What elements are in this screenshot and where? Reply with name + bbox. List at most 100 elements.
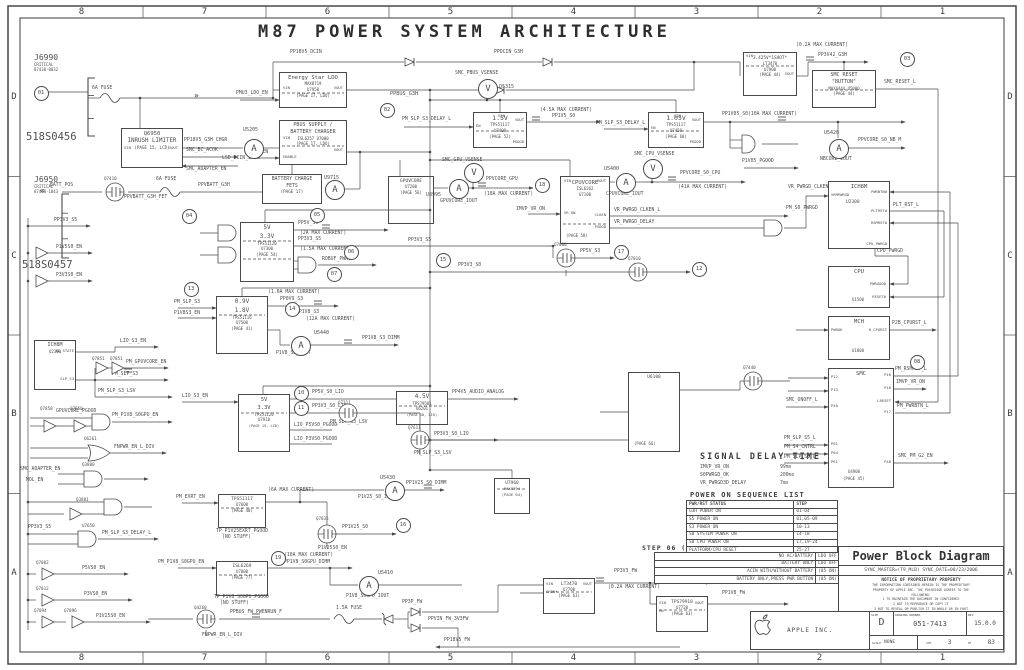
ref-bubble-16: 16 [395, 517, 411, 533]
mosfet-icon [105, 182, 125, 202]
wire-label: (2A MAX CURRENT) [300, 231, 347, 236]
notice-line: 3 NOT TO REVEAL OR PUBLISH IT IN WHOLE O… [873, 606, 969, 611]
wire-label: PP3V3_S5 [408, 238, 432, 243]
grid-ref-4: 4 [570, 653, 577, 663]
grid-ref-5: 5 [447, 7, 454, 17]
ref-bubble-07: 07 [326, 266, 342, 282]
wire-label: Q7850 [70, 406, 83, 411]
wire-label: J6950 [34, 175, 59, 184]
wire-label: PPBUS_G3H [390, 91, 419, 97]
block-ich8m: ICH8M [828, 181, 890, 249]
wire-label: GL_STATE [55, 348, 74, 353]
wire-label: P1V8_S0GPU_IOUT [346, 594, 390, 599]
wire-label: Q7094 [34, 608, 47, 613]
wire-label: SMC_ADAPTER_EN [186, 167, 227, 172]
wire-label: PPVBATT_G3H_FET [124, 195, 168, 200]
wire-label: Q7611 [408, 425, 421, 430]
wire-label: PP1V05_S0(10A MAX CURRENT) [722, 112, 798, 117]
table-cell: BATTERY ONLY [781, 561, 814, 567]
wire-label: (PAGE 58) [566, 233, 588, 238]
wire-label: PP3V3_S5 [28, 525, 52, 530]
wire-label: (4.5A MAX CURRENT) [540, 108, 592, 113]
wire-label: Q7000 [554, 242, 567, 247]
block-u6100: U6100 [628, 372, 680, 452]
wire-label: RSMRST# [870, 220, 887, 225]
mosfet-icon [317, 524, 337, 544]
block-text: (PAGE 41) [231, 325, 253, 331]
block-text: U7400 [493, 128, 507, 134]
table-cell: 14-18 [793, 531, 837, 539]
wire-label: LRESET [877, 398, 891, 403]
grid-ref-1: 1 [939, 7, 946, 17]
testpoint-bars-icon [322, 224, 330, 229]
ref-bubble-19: 19 [270, 550, 286, 566]
wire-label: NBCORE_IOUT [820, 157, 852, 162]
wire-label: VOUT [333, 85, 343, 90]
wire-label: PP4V5_AUDIO_ANALOG [452, 390, 504, 395]
signal-delay-name: IMVP_VR_ON [700, 465, 729, 470]
notice-line: FOLLOWING: [911, 592, 931, 597]
wire-label: PPVCORE_S0_CPU [680, 171, 721, 176]
wire-label: P3V3S0_EN [56, 273, 82, 278]
wire-label: Q7096 [64, 608, 77, 613]
mosfet-icon [556, 248, 576, 268]
wire-label: PM_SLP_S3_LSV [330, 420, 368, 425]
block-text: (PAGE 15, LCD) [248, 423, 280, 428]
block-text: MAX6444 U5000 [828, 85, 860, 91]
wire-label: SMC_CPU_VSENSE [634, 152, 675, 157]
wire-label: PM_RSMRST_L [895, 367, 927, 372]
wire-label: SMC_PM_G2_EN [898, 454, 933, 459]
wire-label: TP_P1V8_S0GPU_PGOOD [214, 595, 269, 600]
wire-label: LIO_S3_EN [182, 394, 208, 399]
wire-label: PM_SLP_S3 [174, 300, 200, 305]
wire-label: PP18V5_FW [444, 638, 470, 643]
block-text: U7100 [578, 191, 592, 197]
wire-label: « [40, 186, 45, 195]
testpoint-bars-icon [344, 339, 352, 344]
block-text: U7720 [675, 605, 689, 611]
signal-delay-title: SIGNAL DELAY TIME [700, 452, 821, 462]
wire-label: PM_S4_CNTRL [784, 445, 816, 450]
wire-label: CPU_PWRGD [877, 249, 903, 254]
wire-label: PP3P_FW [402, 600, 423, 605]
notice-line: 2 NOT TO REPRODUCE OR COPY IT [893, 602, 949, 607]
and-gate-icon [77, 530, 97, 548]
wire-label: EN [659, 608, 664, 613]
wire-label: PP1V8_FW [722, 591, 746, 596]
diode-icon [410, 607, 421, 617]
wire-label: PP3V3_S5 [54, 218, 78, 223]
block-text: ISL6262 [576, 186, 594, 192]
block-text: 3.3V [259, 232, 275, 240]
ref-bubble-02: 02 [379, 102, 395, 118]
connector-bracket-icon [87, 77, 95, 137]
wire-label: VIN [659, 600, 666, 605]
wire-label: P01 [831, 441, 838, 446]
block-text: U7450 [669, 128, 683, 134]
wire-label: VIN [746, 53, 753, 58]
wire-label: Q3801 [76, 497, 89, 502]
notice-line: THE INFORMATION CONTAINED HEREIN IS THE … [872, 583, 970, 587]
wire-label: RESET# [872, 294, 886, 299]
wire-label: PP18V5_G3H_CHGR [184, 138, 228, 143]
table-row: ACIN WITH/WITHOUT BATTERY(05 ON) [655, 567, 867, 576]
wire-label: PP3V3_S0_LIO [434, 432, 469, 437]
wire-label: PM_P1V8_S0GPU_EN [158, 560, 205, 565]
wire-label: PM_SLP_S3_DELAY_L [596, 121, 646, 126]
table-cell: PLATFORM/CPU RESET [689, 547, 737, 553]
wire-label: IMVP_VR_ON [516, 207, 545, 212]
block-text: 1.05V [666, 114, 686, 122]
block-text: LT3470 [560, 582, 578, 587]
wire-label: PM_SLP_S3_LSV [414, 451, 452, 456]
and-gate-icon [763, 219, 783, 237]
ref-bubble-17: 17 [613, 244, 629, 260]
block-text: U7700 [562, 587, 576, 593]
ref-bubble-15: 15 [435, 252, 451, 268]
wire-label: VR_PWRGD_CLKEN_L [614, 208, 661, 213]
